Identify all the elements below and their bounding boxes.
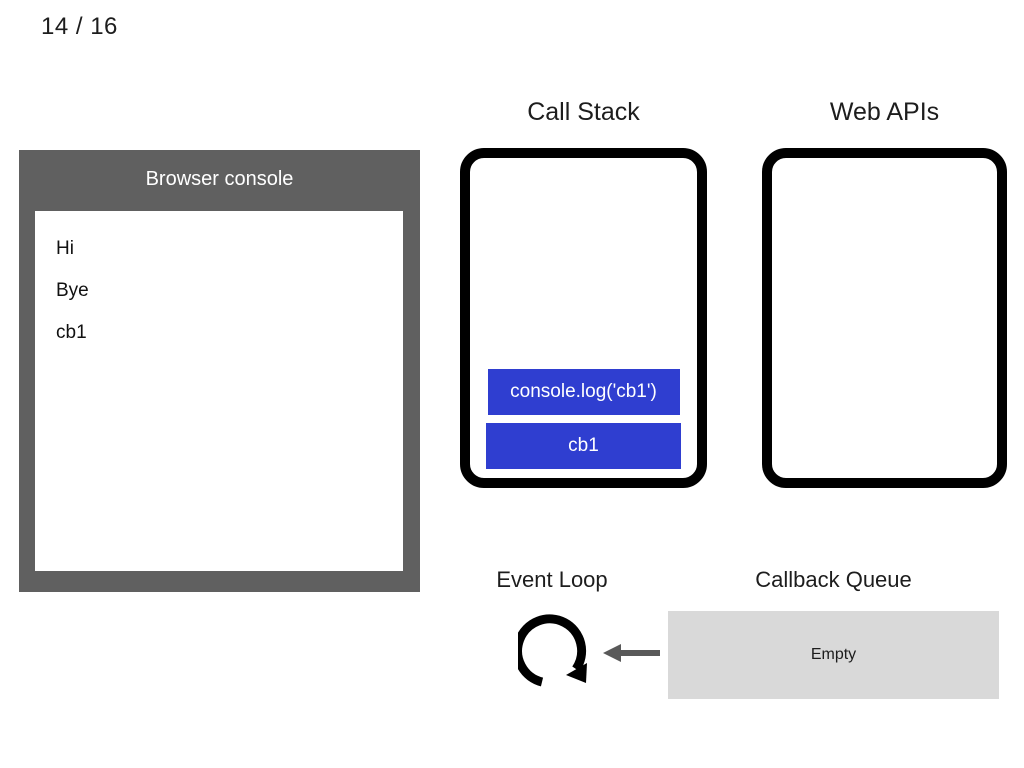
event-loop-heading: Event Loop (496, 567, 608, 592)
console-line: cb1 (56, 322, 87, 343)
call-stack-box: console.log('cb1') cb1 (460, 148, 707, 488)
callback-queue-heading: Callback Queue (755, 567, 912, 592)
left-arrow-icon (603, 640, 663, 666)
browser-console-panel: Browser console Hi Bye cb1 (19, 150, 420, 592)
console-line: Bye (56, 280, 89, 301)
web-apis-heading: Web APIs (829, 98, 940, 126)
slide-counter: 14 / 16 (41, 13, 118, 40)
console-line: Hi (56, 238, 74, 259)
callback-queue-status: Empty (810, 646, 857, 663)
browser-console-output: Hi Bye cb1 (35, 211, 403, 571)
call-stack-frame: console.log('cb1') (487, 369, 680, 415)
call-stack-heading: Call Stack (527, 98, 640, 126)
circular-arrow-icon (513, 613, 594, 689)
call-stack-frame: cb1 (486, 423, 681, 469)
call-stack-frames: console.log('cb1') cb1 (470, 369, 697, 469)
web-apis-box (762, 148, 1007, 488)
browser-console-title: Browser console (145, 168, 294, 190)
callback-queue-box: Empty (668, 611, 999, 699)
